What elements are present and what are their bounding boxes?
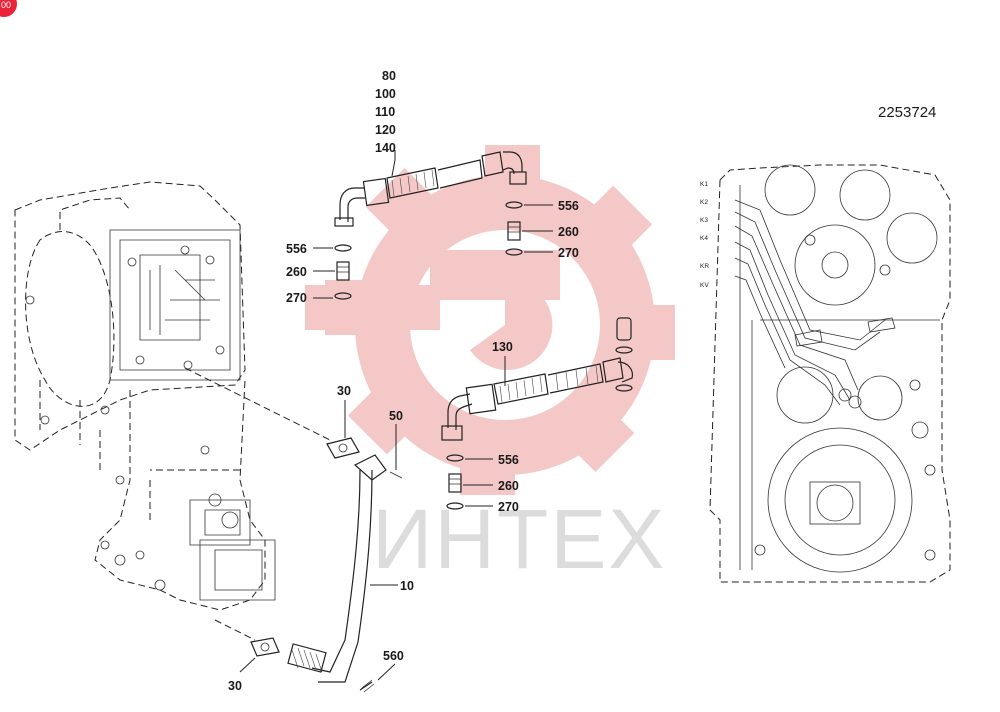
corner-badge: 00 [0,0,17,17]
callout-560: 560 [383,649,404,663]
callout-100: 100 [375,87,396,101]
callout-labels: 80 100 110 120 140 556 260 270 556 260 2… [228,69,579,693]
valve-tag-k1: K1 [700,181,708,188]
callout-556-right: 556 [558,199,579,213]
valve-tag-kv: KV [700,282,709,289]
callout-120: 120 [375,123,396,137]
valve-tag-k4: K4 [700,235,708,242]
callout-260-right: 260 [558,225,579,239]
valve-tag-kr: KR [700,263,709,270]
callout-110: 110 [375,105,395,119]
fittings-556-260-270 [334,201,523,510]
pipe-10-drawing [250,437,403,693]
callout-80: 80 [382,69,396,83]
callout-556-left: 556 [286,242,307,256]
callout-140: 140 [375,141,396,155]
callout-50: 50 [389,409,403,423]
callout-260-left: 260 [286,265,307,279]
valve-tag-k3: K3 [700,217,708,224]
valve-tag-k2: K2 [700,199,708,206]
callout-130: 130 [492,340,513,354]
hose-top-drawing [334,151,527,227]
callout-10: 10 [400,579,414,593]
callout-30-bottom: 30 [228,679,242,693]
watermark-text: ИНТЕХ [372,492,666,586]
callout-270-lower: 270 [498,500,519,514]
valve-block-drawing [709,164,951,583]
callout-30-top: 30 [337,384,351,398]
watermark-gear-logo [305,145,675,495]
callout-270-right: 270 [558,246,579,260]
hose-130-drawing [441,317,633,441]
callout-556-lower: 556 [498,453,519,467]
valve-tag-labels: K1 K2 K3 K4 KR KV [700,181,709,289]
callout-leaders [239,150,553,681]
document-number: 2253724 [878,104,936,121]
transmission-housing-drawing [14,181,331,641]
callout-260-lower: 260 [498,479,519,493]
callout-270-left: 270 [286,291,307,305]
corner-badge-text: 00 [1,0,11,10]
